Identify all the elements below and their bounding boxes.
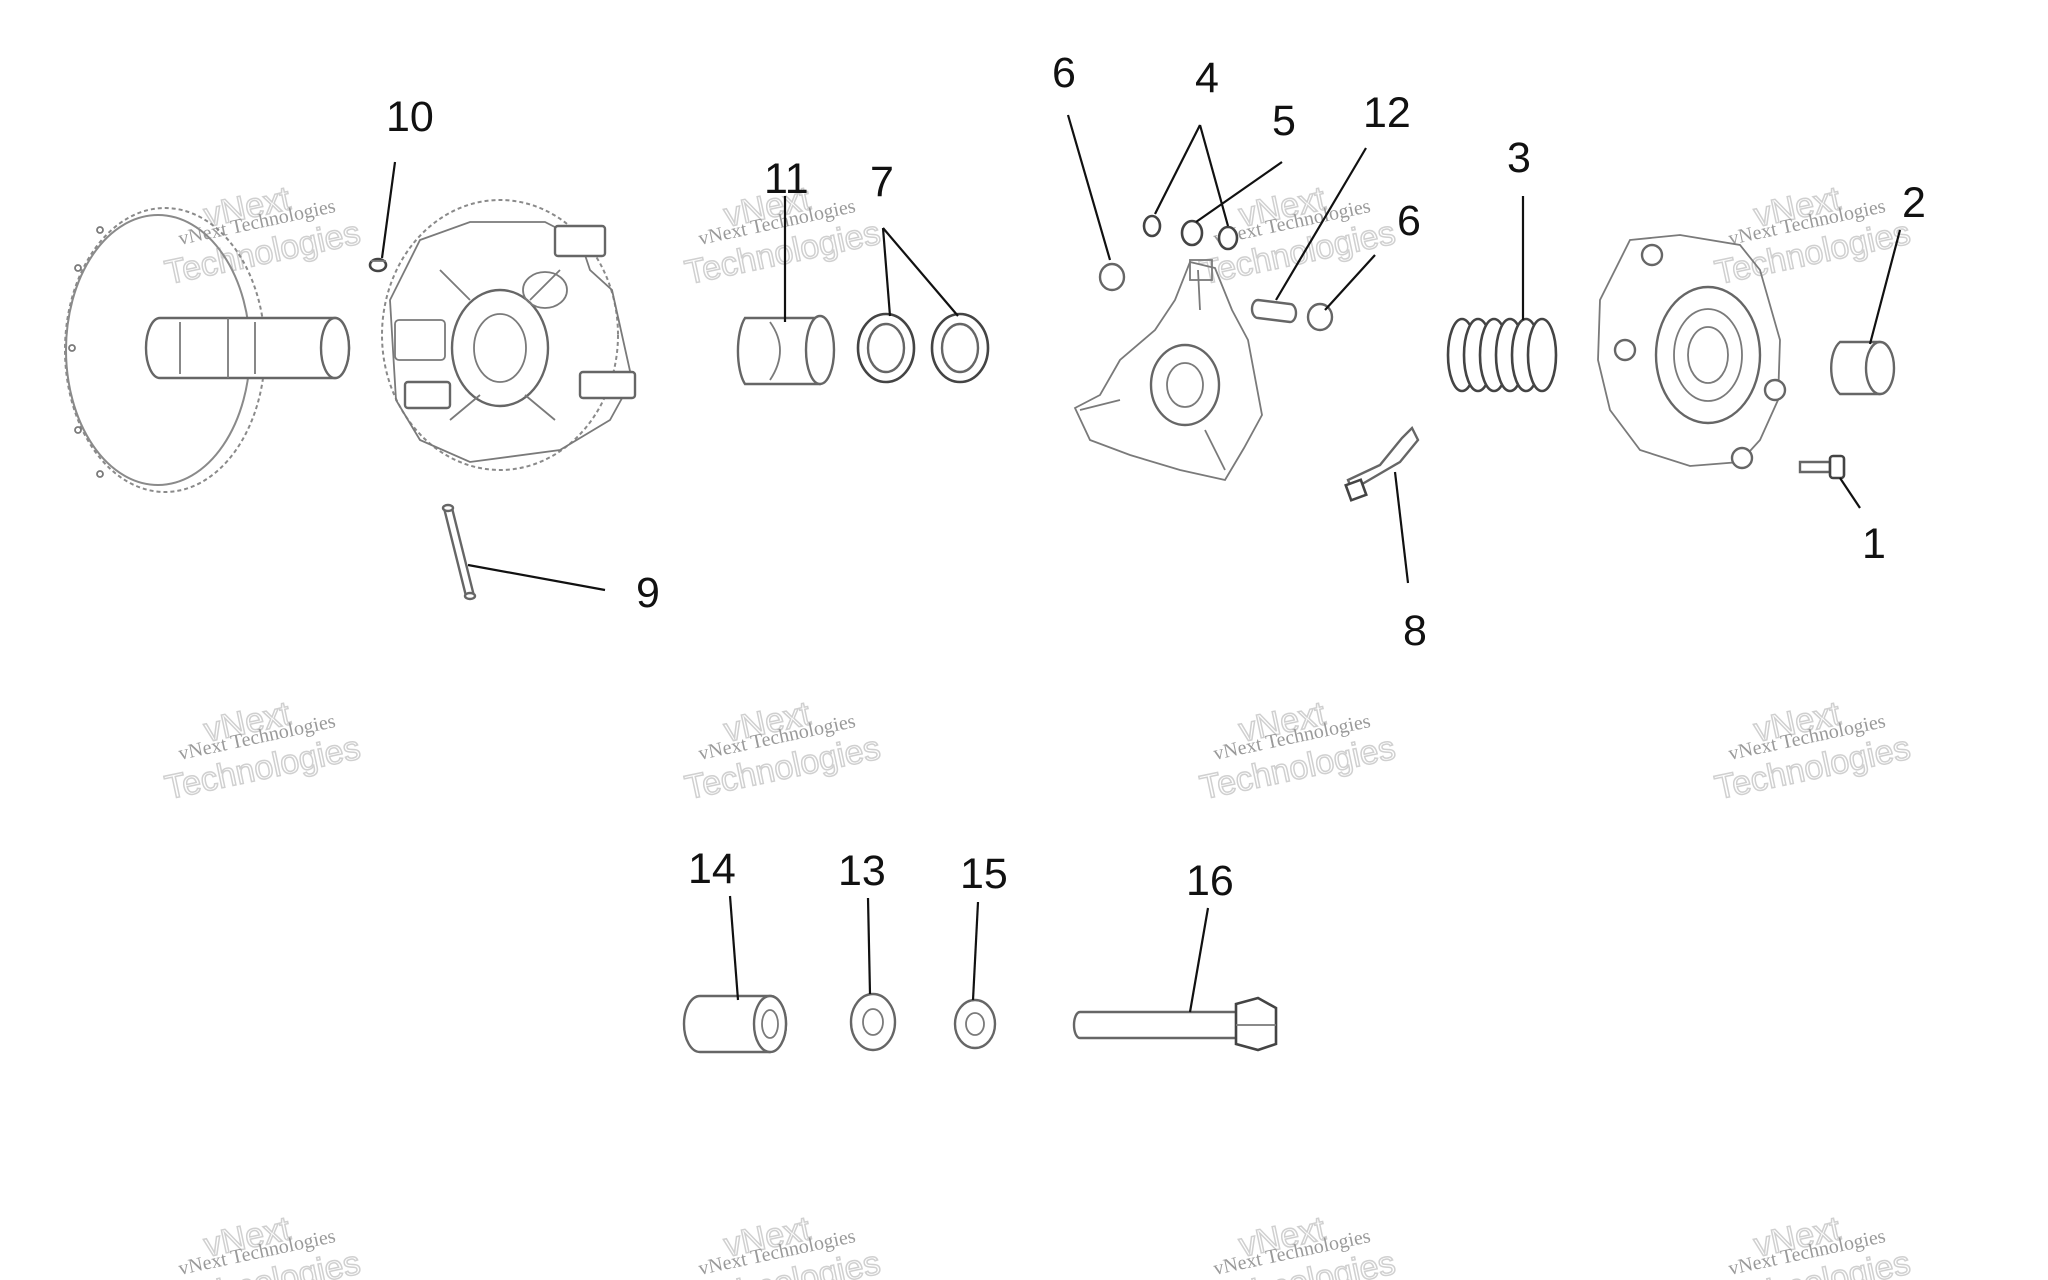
- leader-14: [728, 895, 740, 1001]
- cover-part: [1597, 234, 1787, 470]
- callout-2: 2: [1902, 179, 1926, 227]
- leader-10: [380, 161, 397, 259]
- watermarks: vNext vNext Technologies Technologies vN…: [161, 179, 1915, 1280]
- part-3-spring: [1446, 317, 1558, 393]
- leader-1: [1839, 477, 1861, 509]
- watermark: vNext vNext Technologies Technologies: [681, 179, 885, 293]
- spider-part: [1073, 259, 1263, 482]
- callout-14: 14: [688, 845, 736, 893]
- part-15-washer: [953, 998, 997, 1050]
- callout-11: 11: [764, 155, 809, 203]
- part-8-weight: [1344, 425, 1420, 502]
- leader-2: [1868, 229, 1902, 345]
- part-4-roller: [1217, 225, 1239, 251]
- callout-1: 1: [1862, 520, 1886, 568]
- watermark: vNext vNext Technologies Technologies: [681, 694, 885, 808]
- watermark: vNext vNext Technologies Technologies: [681, 1209, 885, 1280]
- watermark: vNext vNext Technologies Technologies: [1711, 1209, 1915, 1280]
- callout-7: 7: [870, 158, 894, 206]
- part-16-bolt: [1072, 996, 1278, 1052]
- callout-5: 5: [1272, 97, 1296, 145]
- fixed-sheave-part: [64, 207, 351, 493]
- watermark: vNext vNext Technologies Technologies: [161, 694, 365, 808]
- leader-15: [971, 901, 980, 1001]
- callout-13: 13: [838, 847, 886, 895]
- leader-4a: [1154, 124, 1201, 215]
- watermark: vNext vNext Technologies Technologies: [1711, 694, 1915, 808]
- part-11-bushing: [736, 314, 836, 386]
- leader-7b: [882, 227, 959, 317]
- callout-12: 12: [1363, 89, 1411, 137]
- callout-4: 4: [1195, 54, 1219, 102]
- watermark: vNext vNext Technologies Technologies: [161, 179, 365, 293]
- callout-8: 8: [1403, 607, 1427, 655]
- part-12-pin: [1250, 298, 1298, 324]
- callouts: 10 9 11 7 6 4 5 12 6 3 8 2 1 14 13 15 16: [386, 49, 1926, 905]
- callout-6a: 6: [1052, 49, 1076, 97]
- leader-7a: [881, 227, 892, 317]
- leader-16: [1188, 907, 1210, 1013]
- part-9-pin: [441, 503, 477, 601]
- callout-9: 9: [636, 569, 660, 617]
- callout-16: 16: [1186, 857, 1234, 905]
- part-13-washer: [849, 992, 897, 1052]
- leader-lines: [380, 114, 1902, 1013]
- leader-9: [467, 563, 606, 592]
- callout-10: 10: [386, 93, 434, 141]
- part-1-bolt: [1798, 454, 1846, 480]
- part-4-roller: [1142, 214, 1162, 238]
- part-10-screw: [368, 257, 388, 273]
- part-5-roller: [1180, 219, 1204, 247]
- leader-13: [866, 897, 872, 995]
- part-6-button: [1306, 302, 1334, 332]
- watermark: vNext vNext Technologies Technologies: [1196, 694, 1400, 808]
- part-6-button: [1098, 262, 1126, 292]
- leader-5: [1195, 161, 1283, 223]
- leader-6b: [1324, 254, 1376, 311]
- part-2-bushing: [1829, 340, 1896, 396]
- movable-sheave-part: [381, 199, 637, 471]
- part-7-ring: [930, 312, 990, 384]
- callout-3: 3: [1507, 134, 1531, 182]
- callout-15: 15: [960, 850, 1008, 898]
- watermark: vNext vNext Technologies Technologies: [161, 1209, 365, 1280]
- leader-4b: [1198, 124, 1230, 227]
- leader-12: [1275, 147, 1367, 301]
- part-14-spacer: [682, 994, 788, 1054]
- watermark: vNext vNext Technologies Technologies: [1196, 1209, 1400, 1280]
- part-7-ring: [856, 312, 916, 384]
- callout-6b: 6: [1397, 197, 1421, 245]
- leader-6a: [1066, 114, 1112, 261]
- leader-8: [1393, 471, 1410, 584]
- watermark: vNext vNext Technologies Technologies: [1711, 179, 1915, 293]
